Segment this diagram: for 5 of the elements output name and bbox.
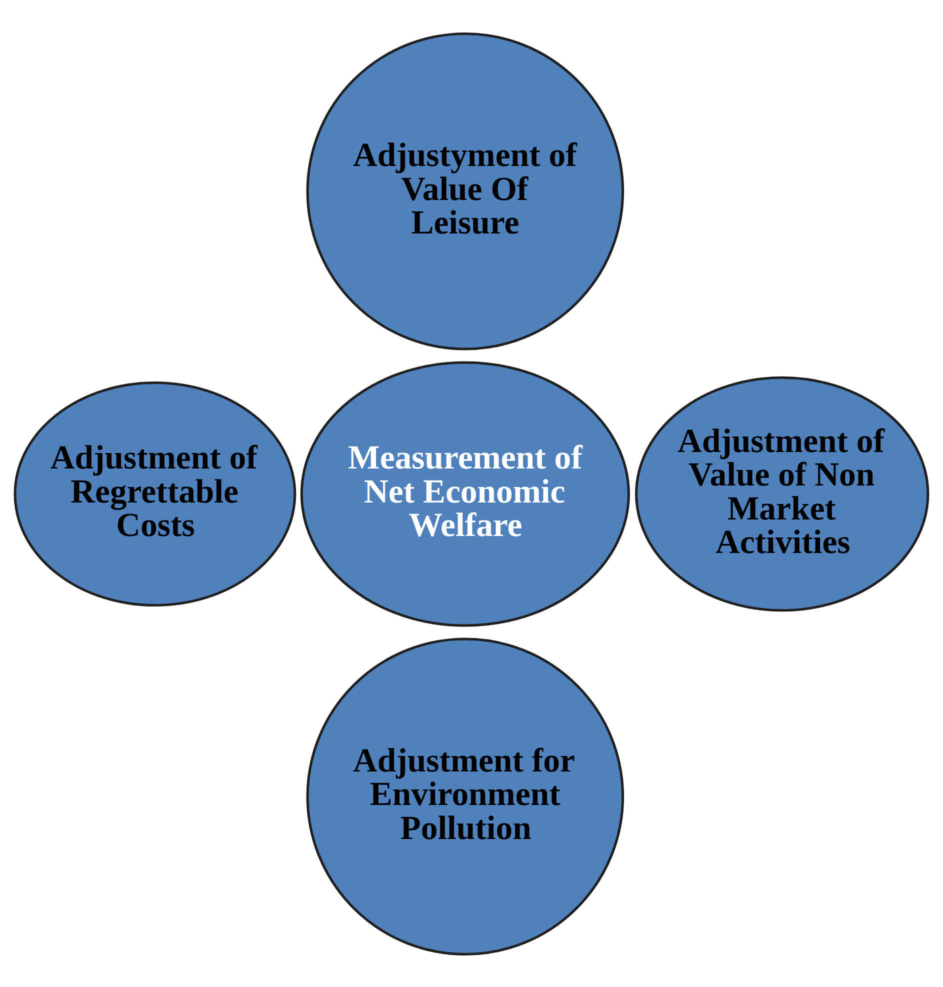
node-ellipse: Adjustment of Value of Non Market Activities — [635, 376, 930, 612]
node-circle: Adjustyment of Value Of Leisure — [306, 32, 624, 350]
node-circle: Adjustment for Environment Pollution — [306, 637, 624, 956]
node-ellipse: Measurement of Net Economic Welfare — [300, 360, 630, 626]
node-ellipse: Adjustment of Regrettable Costs — [14, 380, 296, 606]
